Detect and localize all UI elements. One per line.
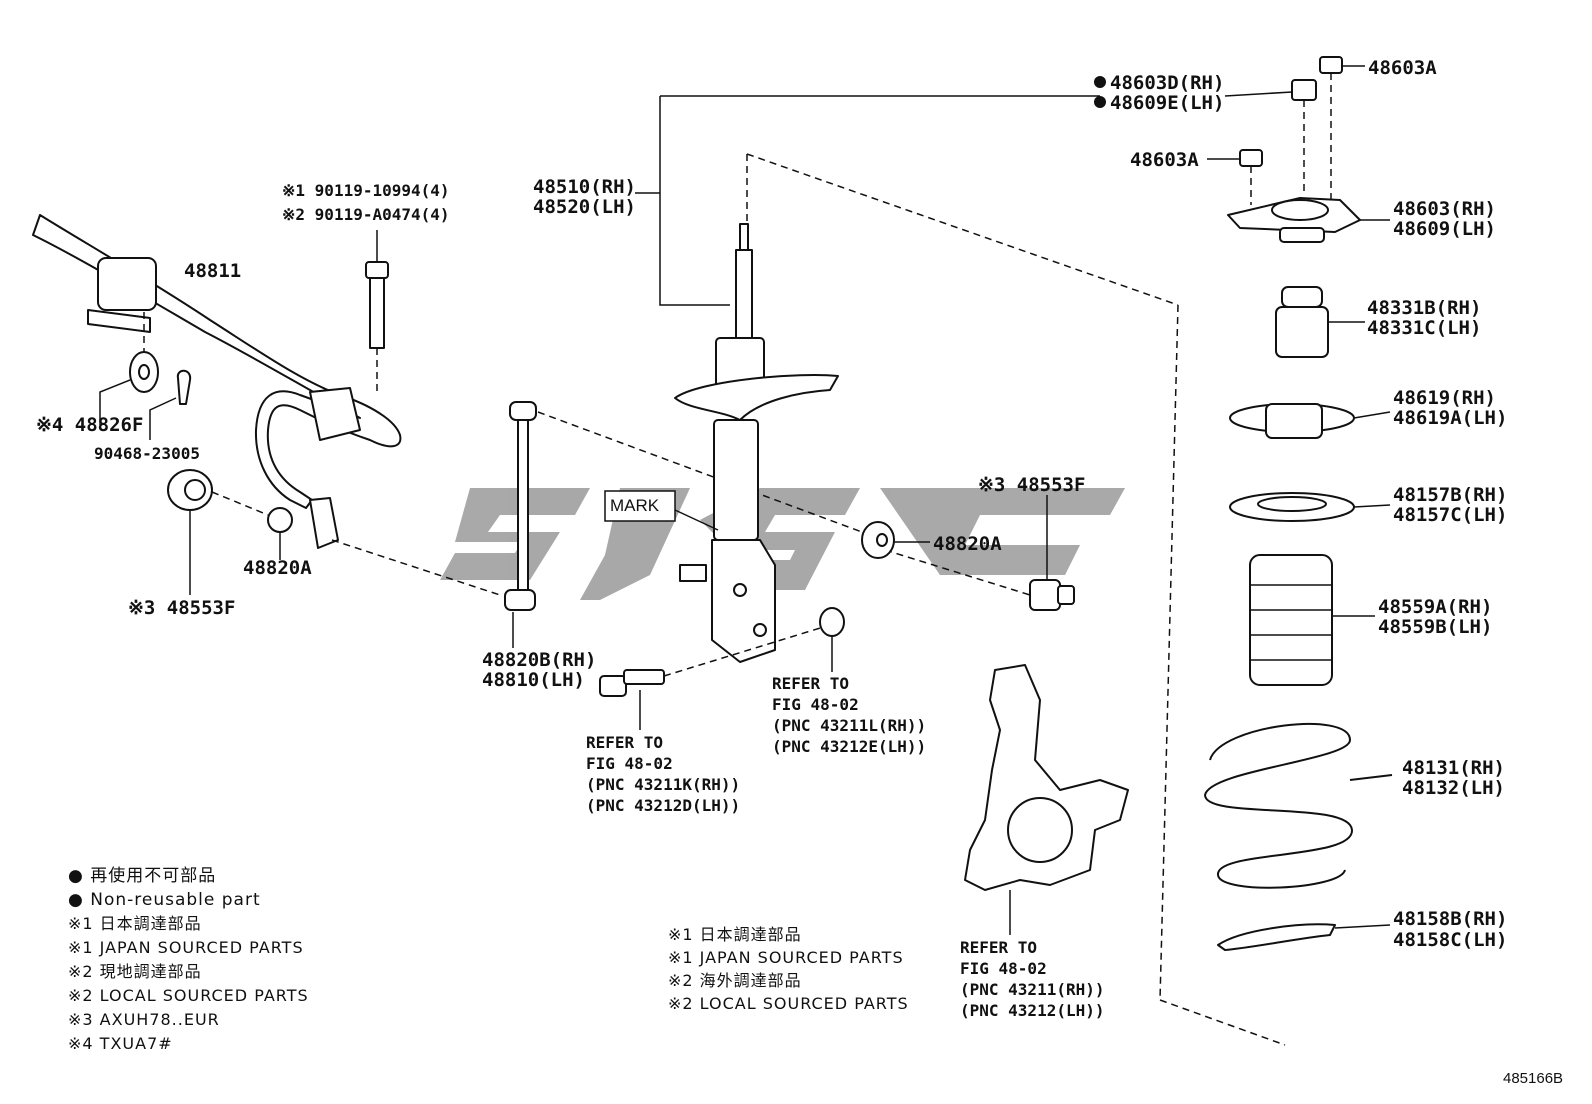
label-48810: 48810(LH) bbox=[482, 669, 585, 691]
watermark-logo bbox=[440, 488, 1125, 600]
label-refer3-c: (PNC 43211(RH)) bbox=[960, 980, 1105, 999]
strut-lower-bolt bbox=[599, 669, 665, 730]
label-48811: 48811 bbox=[184, 260, 241, 282]
label-48820b: 48820B(RH) bbox=[482, 649, 596, 671]
label-48603d: 48603D(RH) bbox=[1110, 72, 1224, 94]
label-90119-2: ※2 90119-A0474(4) bbox=[282, 205, 450, 224]
label-48603a-top: 48603A bbox=[1368, 57, 1437, 79]
label-refer3-d: (PNC 43212(LH)) bbox=[960, 1001, 1105, 1020]
label-48510: 48510(RH) bbox=[533, 176, 636, 198]
nut-48603d bbox=[1224, 79, 1317, 101]
strut-lower-nut bbox=[819, 607, 845, 672]
legend-mid-line: ※1 日本調達部品 bbox=[668, 925, 802, 944]
stabilizer-bar bbox=[32, 214, 402, 549]
label-48619: 48619(RH) bbox=[1393, 387, 1496, 409]
nut-48553f-mid bbox=[1029, 495, 1075, 611]
label-48559a: 48559A(RH) bbox=[1378, 596, 1492, 618]
label-48603a-mid: 48603A bbox=[1130, 149, 1199, 171]
legend-left: ● 再使用不可部品 ● Non-reusable part ※1 日本調達部品 … bbox=[68, 865, 309, 1053]
label-48559b: 48559B(LH) bbox=[1378, 616, 1492, 638]
legend-mid-line: ※1 JAPAN SOURCED PARTS bbox=[668, 948, 904, 967]
label-refer3-b: FIG 48-02 bbox=[960, 959, 1047, 978]
boot-48559 bbox=[1249, 554, 1375, 686]
mark-callout bbox=[604, 490, 719, 531]
label-48157b: 48157B(RH) bbox=[1393, 484, 1507, 506]
lower-insulator-48158 bbox=[1217, 923, 1391, 951]
legend-mid-line: ※2 海外調達部品 bbox=[668, 971, 802, 990]
legend-left-line: ※3 AXUH78..EUR bbox=[68, 1010, 220, 1029]
bolt-90119 bbox=[365, 230, 389, 395]
legend-left-line: ※4 TXUA7# bbox=[68, 1034, 173, 1053]
label-refer1-d: (PNC 43212D(LH)) bbox=[586, 796, 740, 815]
bump-stopper-48331 bbox=[1275, 286, 1365, 358]
label-48603: 48603(RH) bbox=[1393, 198, 1496, 220]
legend-mid: ※1 日本調達部品 ※1 JAPAN SOURCED PARTS ※2 海外調達… bbox=[668, 925, 909, 1013]
insulator-48157 bbox=[1229, 492, 1391, 522]
label-mark: MARK bbox=[610, 496, 660, 515]
legend-left-line: ● Non-reusable part bbox=[68, 890, 261, 910]
nut-48603a-mid bbox=[1207, 149, 1263, 205]
label-48157c: 48157C(LH) bbox=[1393, 504, 1507, 526]
upper-seat-48619 bbox=[1229, 403, 1391, 439]
steering-knuckle bbox=[964, 664, 1129, 935]
label-48158b: 48158B(RH) bbox=[1393, 908, 1507, 930]
label-48132: 48132(LH) bbox=[1402, 777, 1505, 799]
label-90119-1: ※1 90119-10994(4) bbox=[282, 181, 450, 200]
bushing-48820a-left bbox=[267, 507, 293, 560]
bushing-48826f bbox=[99, 312, 159, 425]
label-48331b: 48331B(RH) bbox=[1367, 297, 1481, 319]
coil-spring-48131 bbox=[1203, 723, 1393, 889]
label-48619a: 48619A(LH) bbox=[1393, 407, 1507, 429]
legend-left-line: ※1 JAPAN SOURCED PARTS bbox=[68, 938, 304, 957]
part-labels: 48811 ※1 90119-10994(4) ※2 90119-A0474(4… bbox=[36, 57, 1507, 1020]
legend-left-line: ※2 LOCAL SOURCED PARTS bbox=[68, 986, 309, 1005]
label-48520: 48520(LH) bbox=[533, 196, 636, 218]
label-refer2-d: (PNC 43212E(LH)) bbox=[772, 737, 926, 756]
nut-48553f-left bbox=[167, 469, 213, 595]
nut-48603a-top bbox=[1319, 56, 1365, 74]
label-48820a-left: 48820A bbox=[243, 557, 312, 579]
label-refer1-b: FIG 48-02 bbox=[586, 754, 673, 773]
clip-90468 bbox=[149, 369, 192, 440]
label-90468: 90468-23005 bbox=[94, 444, 200, 463]
label-48553f-mid: ※3 48553F bbox=[978, 474, 1085, 496]
label-refer2-c: (PNC 43211L(RH)) bbox=[772, 716, 926, 735]
label-refer2-a: REFER TO bbox=[772, 674, 849, 693]
legend-left-line: ※2 現地調達部品 bbox=[68, 962, 202, 981]
strut-assembly bbox=[674, 223, 839, 663]
label-48131: 48131(RH) bbox=[1402, 757, 1505, 779]
label-48609e: 48609E(LH) bbox=[1110, 92, 1224, 114]
label-refer3-a: REFER TO bbox=[960, 938, 1037, 957]
label-refer1-a: REFER TO bbox=[586, 733, 663, 752]
label-48331c: 48331C(LH) bbox=[1367, 317, 1481, 339]
legend-left-line: ● 再使用不可部品 bbox=[68, 865, 216, 886]
bushing-48820a-mid bbox=[861, 521, 930, 559]
legend-mid-line: ※2 LOCAL SOURCED PARTS bbox=[668, 994, 909, 1013]
upper-support-48603 bbox=[1227, 197, 1390, 243]
non-reusable-dot bbox=[1094, 96, 1106, 108]
label-refer1-c: (PNC 43211K(RH)) bbox=[586, 775, 740, 794]
label-48158c: 48158C(LH) bbox=[1393, 929, 1507, 951]
label-48553f-left: ※3 48553F bbox=[128, 597, 235, 619]
label-48826f: ※4 48826F bbox=[36, 414, 143, 436]
legend-left-line: ※1 日本調達部品 bbox=[68, 914, 202, 933]
stabilizer-link bbox=[504, 401, 537, 648]
label-48609: 48609(LH) bbox=[1393, 218, 1496, 240]
diagram-id: 485166B bbox=[1503, 1070, 1563, 1087]
label-48820a-mid: 48820A bbox=[933, 533, 1002, 555]
label-refer2-b: FIG 48-02 bbox=[772, 695, 859, 714]
non-reusable-dot bbox=[1094, 76, 1106, 88]
